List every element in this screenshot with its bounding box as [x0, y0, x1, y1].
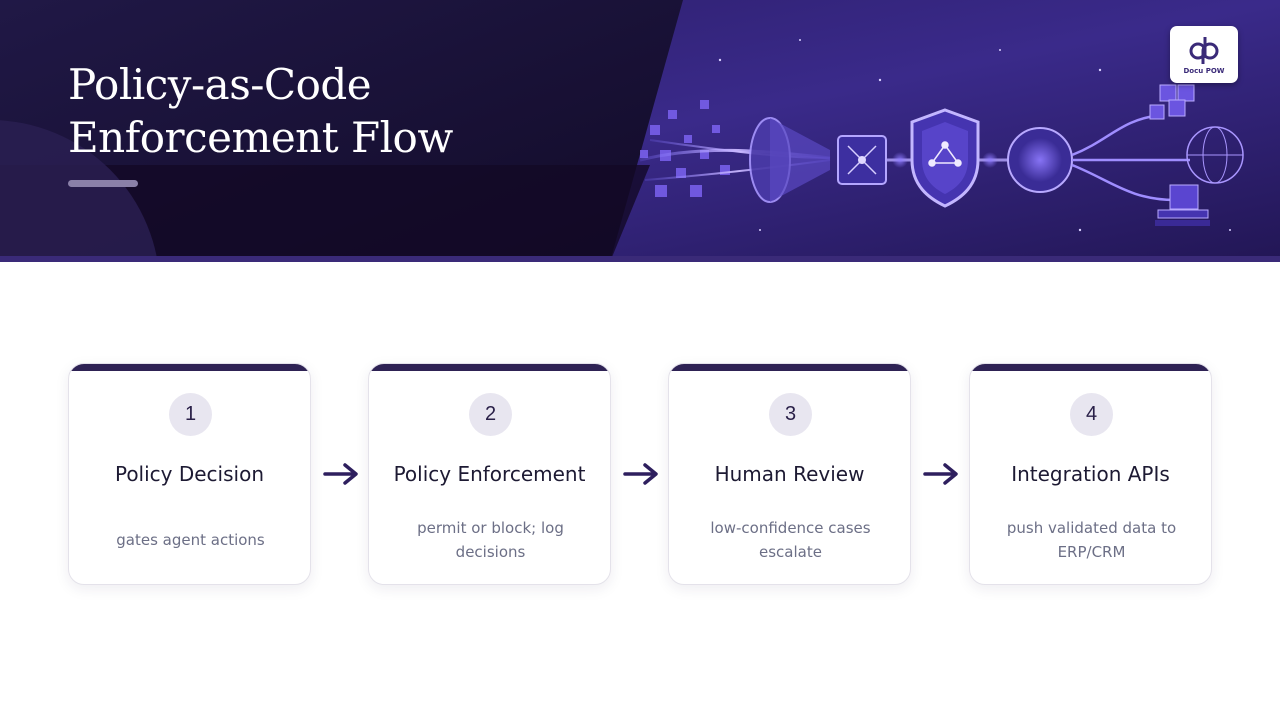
arrow-right-icon	[923, 463, 958, 485]
title-line-2: Enforcement Flow	[68, 113, 453, 162]
card-accent-bar	[970, 364, 1211, 371]
arrow-right-icon	[323, 463, 358, 485]
step-number-badge: 3	[769, 393, 812, 436]
step-card-policy-enforcement: 2 Policy Enforcement permit or block; lo…	[368, 363, 611, 585]
step-card-policy-decision: 1 Policy Decision gates agent actions	[68, 363, 311, 585]
dp-logo-icon	[1189, 37, 1219, 64]
step-title: Integration APIs	[1011, 462, 1170, 486]
page-title: Policy-as-Code Enforcement Flow	[68, 58, 453, 164]
card-accent-bar	[669, 364, 910, 371]
step-title: Policy Enforcement	[393, 462, 586, 486]
title-underline	[68, 180, 138, 187]
step-description: permit or block; log decisions	[417, 519, 564, 561]
step-number-badge: 2	[469, 393, 512, 436]
banner-divider	[0, 256, 1280, 262]
header-banner: Policy-as-Code Enforcement Flow Docu POW	[0, 0, 1280, 262]
step-title: Policy Decision	[114, 462, 265, 486]
card-accent-bar	[69, 364, 310, 371]
step-card-integration-apis: 4 Integration APIs push validated data t…	[969, 363, 1212, 585]
step-card-human-review: 3 Human Review low-confidence cases esca…	[668, 363, 911, 585]
title-line-1: Policy-as-Code	[68, 60, 372, 109]
step-description: gates agent actions	[116, 531, 265, 549]
step-number-badge: 4	[1070, 393, 1113, 436]
arrow-right-icon	[623, 463, 658, 485]
step-description: low-confidence cases escalate	[710, 519, 871, 561]
card-accent-bar	[369, 364, 610, 371]
docupow-logo: Docu POW	[1170, 26, 1238, 83]
banner-illustration	[0, 0, 1280, 262]
logo-text: Docu POW	[1183, 67, 1225, 75]
step-title: Human Review	[714, 462, 865, 486]
step-number-badge: 1	[169, 393, 212, 436]
step-description: push validated data to ERP/CRM	[1006, 519, 1177, 561]
